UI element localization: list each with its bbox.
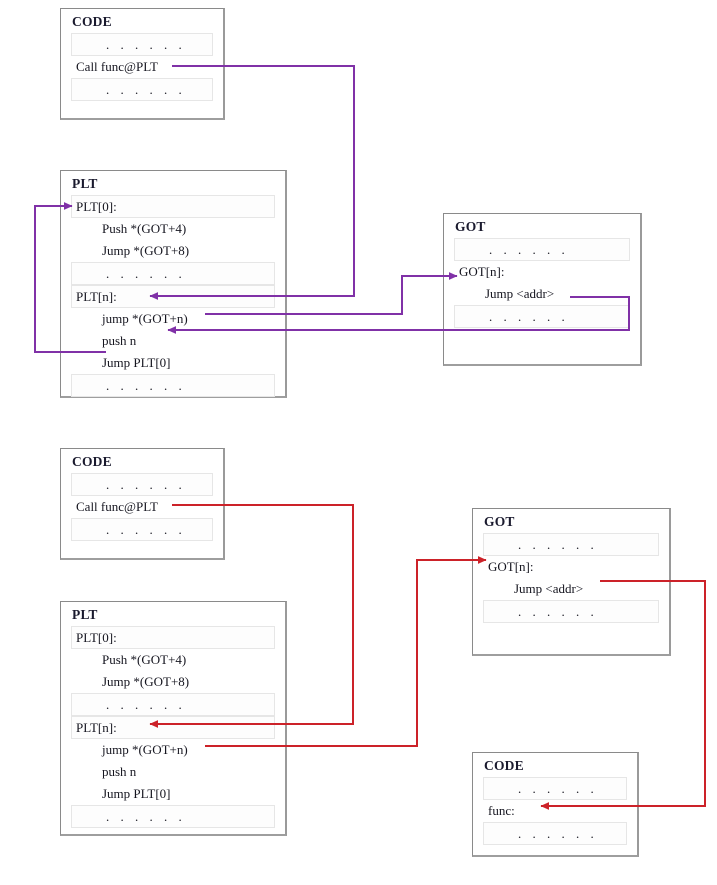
row-code-line: Jump PLT[0] xyxy=(102,786,171,802)
row-code-line: push n xyxy=(102,764,137,780)
row-ellipsis: . . . . . . xyxy=(71,32,213,56)
box-title: PLT xyxy=(72,607,98,622)
row-code-line: Jump *(GOT+8) xyxy=(102,243,190,259)
row-code-line: Call func@PLT xyxy=(76,499,158,515)
row-ellipsis: . . . . . . xyxy=(71,373,275,397)
row-list: . . . . . . Call func@PLT . . . . . . xyxy=(61,472,223,541)
row-list: . . . . . . GOT[n]: Jump <addr> . . . . . . xyxy=(473,532,669,623)
row-ellipsis: . . . . . . xyxy=(71,692,275,716)
row-code-line: GOT[n]: xyxy=(488,559,534,575)
row-code-line: jump *(GOT+n) xyxy=(102,311,188,327)
top-plt-box: PLT PLT[0]: Push *(GOT+4) Jump *(GOT+8) . .… xyxy=(60,170,287,398)
row-code-line: jump *(GOT+n) xyxy=(102,742,188,758)
bottom-got-box: GOT . . . . . .GOT[n]:Jump <addr>. . . .… xyxy=(472,508,671,656)
row-code-line: Call func@PLT xyxy=(76,59,158,75)
row-list: . . . . . . func: . . . . . . xyxy=(473,776,637,845)
row-code-line: Jump <addr> xyxy=(514,581,584,597)
top-code-box: CODE . . . . . . Call func@PLT . . . . . . xyxy=(60,8,225,120)
bottom-func-code-box: CODE . . . . . . func: . . . . . . xyxy=(472,752,639,857)
row-code-line: Jump <addr> xyxy=(485,286,555,302)
row-list: . . . . . . GOT[n]: Jump <addr> . . . . . . xyxy=(444,237,640,328)
row-list: PLT[0]: Push *(GOT+4) Jump *(GOT+8) . . . .… xyxy=(61,625,285,828)
row-code-line: push n xyxy=(102,333,137,349)
row-ellipsis: . . . . . . xyxy=(483,776,627,800)
row-ellipsis: . . . . . . xyxy=(71,517,213,541)
row-code-line: PLT[0]: xyxy=(71,625,275,649)
row-ellipsis: . . . . . . xyxy=(483,821,627,845)
row-code-line: Jump *(GOT+8) xyxy=(102,674,190,690)
row-ellipsis: . . . . . . xyxy=(71,804,275,828)
row-ellipsis: . . . . . . xyxy=(483,532,659,556)
row-list: PLT[0]: Push *(GOT+4) Jump *(GOT+8) . . . .… xyxy=(61,194,285,397)
row-ellipsis: . . . . . . xyxy=(483,599,659,623)
row-code-line: func: xyxy=(488,803,515,819)
box-title: GOT xyxy=(484,514,515,529)
row-list: . . . . . . Call func@PLT . . . . . . xyxy=(61,32,223,101)
row-ellipsis: . . . . . . xyxy=(454,304,630,328)
row-code-line: GOT[n]: xyxy=(459,264,505,280)
row-ellipsis: . . . . . . xyxy=(71,472,213,496)
row-ellipsis: . . . . . . xyxy=(71,261,275,285)
row-ellipsis: . . . . . . xyxy=(454,237,630,261)
box-title: CODE xyxy=(72,454,112,469)
box-title: CODE xyxy=(72,14,112,29)
row-code-line: PLT[n]: xyxy=(71,715,275,739)
box-title: CODE xyxy=(484,758,524,773)
bottom-plt-box: PLT PLT[0]: Push *(GOT+4) Jump *(GOT+8) . .… xyxy=(60,601,287,836)
row-code-line: PLT[0]: xyxy=(71,194,275,218)
box-title: GOT xyxy=(455,219,486,234)
box-title: PLT xyxy=(72,176,98,191)
bottom-code-box: CODE . . . . . . Call func@PLT . . . . . . xyxy=(60,448,225,560)
row-ellipsis: . . . . . . xyxy=(71,77,213,101)
row-code-line: Push *(GOT+4) xyxy=(102,652,187,668)
row-code-line: PLT[n]: xyxy=(71,284,275,308)
row-code-line: Push *(GOT+4) xyxy=(102,221,187,237)
top-got-box: GOT . . . . . .GOT[n]:Jump <addr>. . . .… xyxy=(443,213,642,366)
row-code-line: Jump PLT[0] xyxy=(102,355,171,371)
